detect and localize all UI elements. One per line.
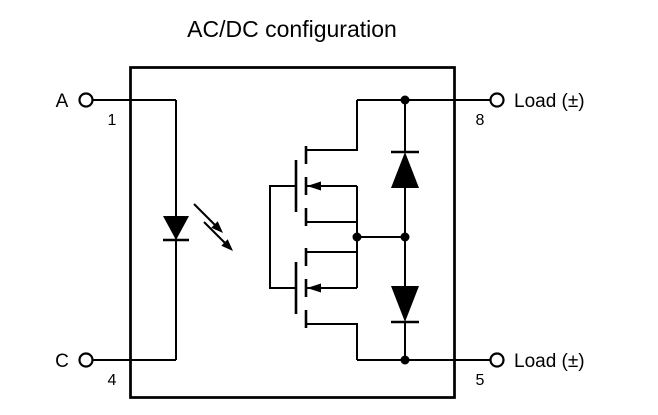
- pin-number-8: 8: [476, 112, 485, 129]
- terminal-load-top: [489, 92, 505, 108]
- load-top-label: Load (±): [514, 91, 585, 112]
- light-emission-arrows: [193, 203, 233, 251]
- junction-dot: [400, 95, 410, 105]
- diode-triangle: [391, 286, 419, 322]
- light-arrow-line: [193, 203, 217, 227]
- body-arrow: [307, 283, 321, 293]
- led-triangle: [163, 216, 189, 240]
- diode-triangle: [391, 152, 419, 188]
- light-arrow-head: [211, 221, 223, 233]
- drain-lead: [306, 100, 358, 151]
- junction-dot: [352, 232, 362, 242]
- junction-dot: [400, 355, 410, 365]
- body-arrow: [307, 181, 321, 191]
- terminal-c: [78, 352, 94, 368]
- terminal-a-label: A: [56, 91, 69, 112]
- pin-number-1: 1: [108, 112, 117, 129]
- light-arrow-line: [203, 221, 227, 245]
- led-symbol: [163, 216, 189, 242]
- pin-number-4: 4: [108, 372, 117, 389]
- mosfet-lower: [294, 237, 358, 360]
- drain-lead: [306, 323, 358, 360]
- diagram-title: AC/DC configuration: [187, 16, 397, 42]
- input-led-branch: [93, 99, 189, 361]
- terminal-load-bottom: [489, 352, 505, 368]
- mosfet-upper: [294, 100, 358, 237]
- load-bottom-label: Load (±): [514, 351, 585, 372]
- pin-number-5: 5: [476, 372, 485, 389]
- junction-dot: [400, 232, 410, 242]
- light-arrow-head: [221, 239, 233, 251]
- terminal-c-label: C: [55, 351, 69, 372]
- output-rails: [357, 99, 490, 361]
- gate-link-wire: [269, 185, 296, 289]
- diode-lower: [391, 237, 419, 360]
- package-outline: [129, 66, 456, 399]
- terminal-a: [78, 92, 94, 108]
- diode-upper: [391, 100, 419, 237]
